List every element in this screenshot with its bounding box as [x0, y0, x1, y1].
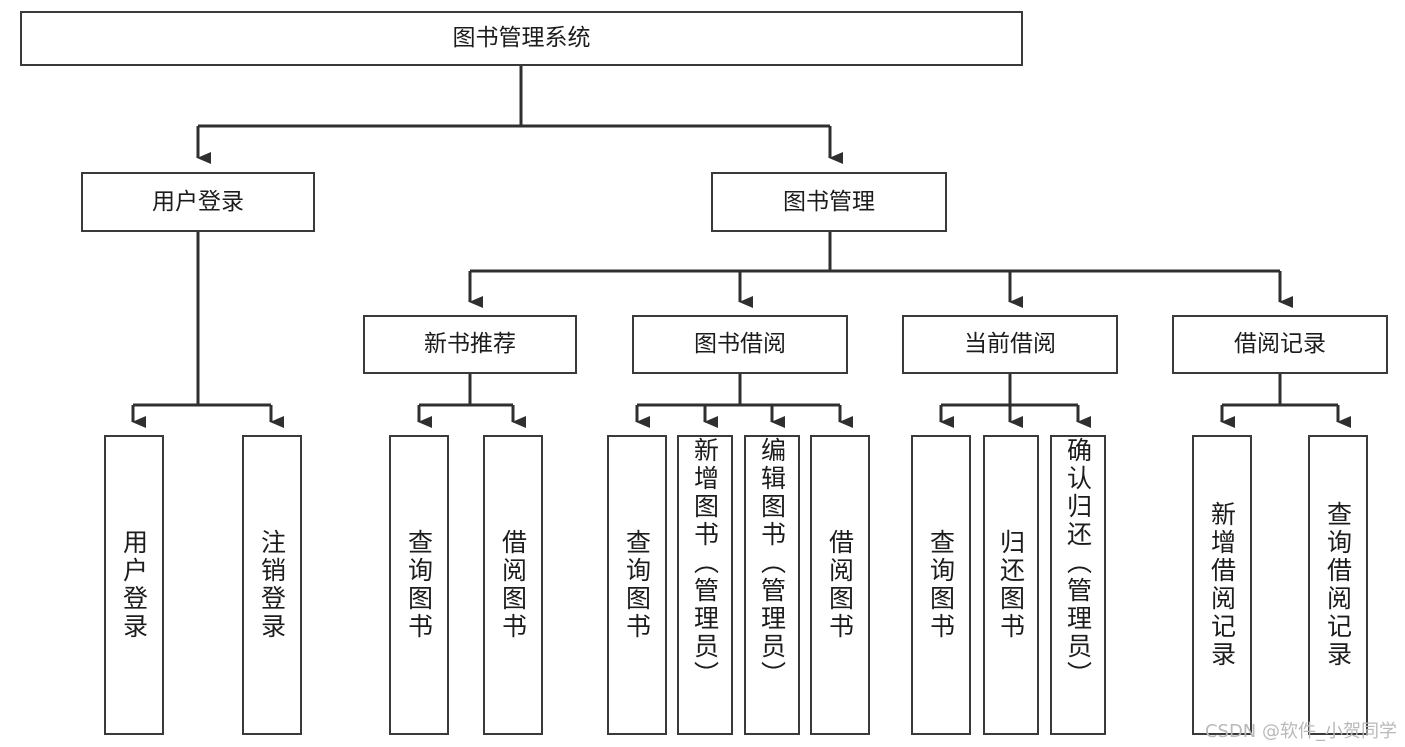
node-label: 确认归还（管理员） [1063, 437, 1093, 689]
leaf-new-book-borrow-book[interactable]: 借阅图书 [483, 435, 543, 735]
leaf-borrow-add-book-admin[interactable]: 新增图书（管理员） [677, 435, 733, 735]
leaf-borrow-query-book[interactable]: 查询图书 [607, 435, 667, 735]
node-new-book-recommend[interactable]: 新书推荐 [363, 315, 577, 374]
node-label: 图书管理系统 [452, 25, 591, 52]
node-label: 归还图书 [996, 529, 1026, 641]
node-label: 用户登录 [152, 188, 244, 215]
node-label: 查询借阅记录 [1323, 501, 1353, 669]
node-label: 借阅图书 [498, 529, 528, 641]
node-label: 借阅图书 [825, 529, 855, 641]
leaf-current-query-book[interactable]: 查询图书 [911, 435, 971, 735]
node-user-login[interactable]: 用户登录 [81, 172, 315, 232]
node-label: 查询图书 [404, 529, 434, 641]
node-label: 新增图书（管理员） [690, 437, 720, 689]
node-book-borrow[interactable]: 图书借阅 [632, 315, 848, 374]
leaf-current-return-book[interactable]: 归还图书 [983, 435, 1039, 735]
node-label: 借阅记录 [1234, 331, 1326, 358]
leaf-record-query-record[interactable]: 查询借阅记录 [1308, 435, 1368, 735]
leaf-record-add-record[interactable]: 新增借阅记录 [1192, 435, 1252, 735]
leaf-user-login-login[interactable]: 用户登录 [104, 435, 164, 735]
node-borrow-record[interactable]: 借阅记录 [1172, 315, 1388, 374]
node-label: 查询图书 [926, 529, 956, 641]
node-label: 图书借阅 [694, 331, 786, 358]
leaf-borrow-edit-book-admin[interactable]: 编辑图书（管理员） [744, 435, 800, 735]
leaf-borrow-borrow-book[interactable]: 借阅图书 [810, 435, 870, 735]
leaf-user-login-logout[interactable]: 注销登录 [242, 435, 302, 735]
node-root-system[interactable]: 图书管理系统 [20, 11, 1023, 66]
node-label: 当前借阅 [964, 331, 1056, 358]
node-book-management[interactable]: 图书管理 [711, 172, 947, 232]
node-label: 图书管理 [783, 188, 875, 215]
leaf-current-confirm-return-admin[interactable]: 确认归还（管理员） [1050, 435, 1106, 735]
node-label: 注销登录 [257, 529, 287, 641]
leaf-new-book-query-book[interactable]: 查询图书 [389, 435, 449, 735]
node-label: 编辑图书（管理员） [757, 437, 787, 689]
node-label: 新增借阅记录 [1207, 501, 1237, 669]
node-label: 新书推荐 [424, 331, 516, 358]
node-label: 用户登录 [119, 529, 149, 641]
node-label: 查询图书 [622, 529, 652, 641]
node-current-borrow[interactable]: 当前借阅 [902, 315, 1118, 374]
